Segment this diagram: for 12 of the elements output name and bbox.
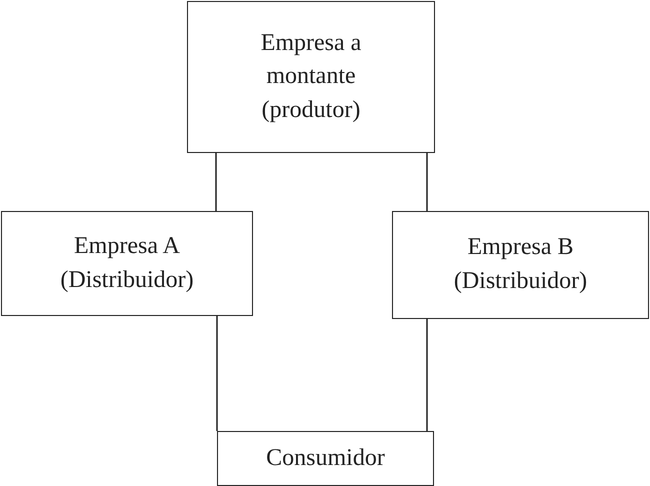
node-label: Consumidor [266, 444, 385, 473]
process-box [1, 211, 253, 316]
connector-line [426, 319, 428, 431]
process-box [392, 211, 649, 319]
connector-line [426, 153, 428, 211]
process-box [217, 431, 434, 486]
node-label: Empresa B (Distribuidor) [452, 233, 588, 296]
connector-line [216, 316, 218, 431]
connector-line [215, 153, 217, 211]
node-label: Empresa A (Distribuidor) [59, 232, 195, 294]
process-box [187, 1, 435, 153]
node-label: Empresa a montante (produtor) [260, 28, 362, 125]
